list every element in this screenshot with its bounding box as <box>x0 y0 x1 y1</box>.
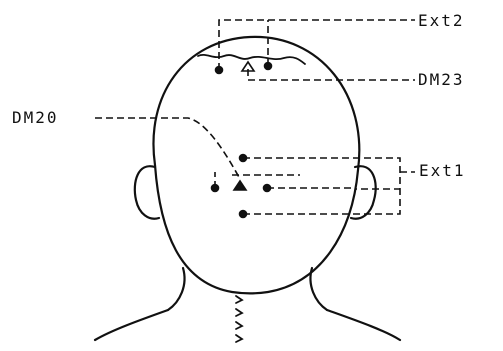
ext1-leader <box>215 158 415 214</box>
shoulder-right <box>327 310 400 340</box>
hairline <box>198 55 305 64</box>
dm20-leader <box>95 118 240 179</box>
ext1-left-point <box>212 185 219 192</box>
neck-left <box>168 268 185 310</box>
shoulder-left <box>95 310 168 340</box>
head-outline <box>153 37 359 294</box>
ext2-label: Ext2 <box>418 13 465 29</box>
ext1-top-point <box>240 155 247 162</box>
ext2-left-point <box>216 67 223 74</box>
dm20-label: DM20 <box>12 110 59 126</box>
ext1-label: Ext1 <box>419 163 466 179</box>
neck-right <box>310 268 327 310</box>
spine-marks <box>236 296 242 342</box>
ext2-right-point <box>265 63 272 70</box>
dm23-label: DM23 <box>418 72 465 88</box>
ext1-right-point <box>264 185 271 192</box>
ext1-bottom-point <box>240 211 247 218</box>
dm20-point <box>234 181 246 190</box>
